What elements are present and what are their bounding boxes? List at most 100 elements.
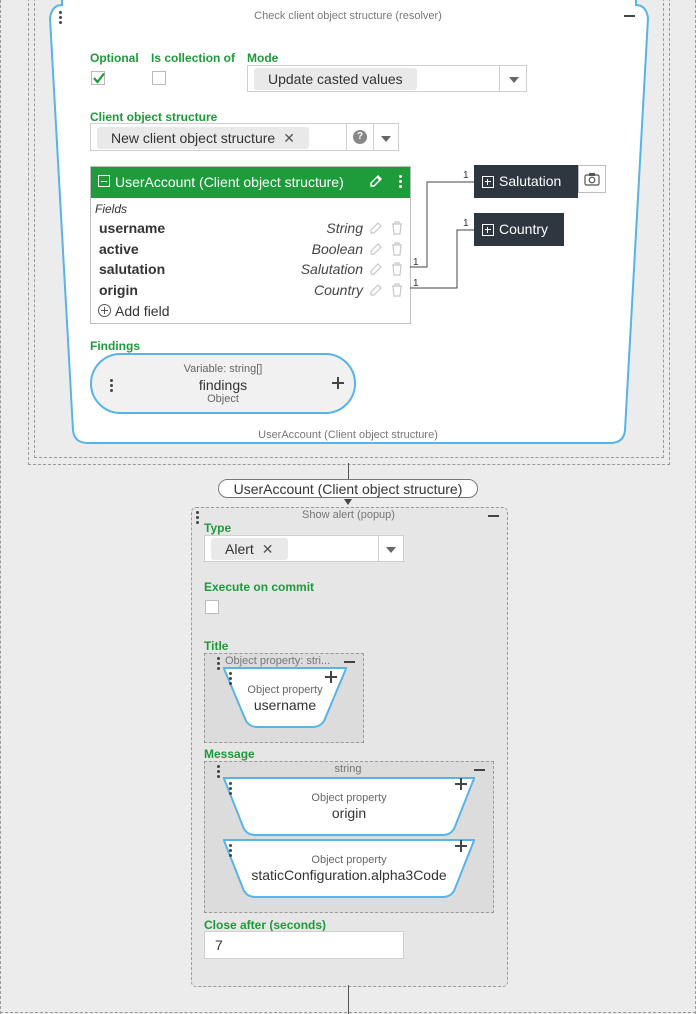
expand-icon[interactable] — [482, 176, 494, 189]
country-cardinality-right: 1 — [463, 218, 469, 229]
camera-button[interactable] — [578, 165, 606, 193]
optional-checkbox[interactable] — [91, 71, 105, 85]
delete-icon[interactable] — [391, 221, 403, 235]
execute-checkbox[interactable] — [205, 600, 219, 614]
remove-icon[interactable]: ✕ — [283, 130, 295, 146]
inner-container — [34, 0, 664, 458]
salutation-cardinality-left: 1 — [413, 257, 419, 268]
collection-label: Is collection of — [151, 51, 236, 65]
optional-label: Optional — [90, 51, 139, 65]
add-icon[interactable] — [455, 778, 467, 790]
client-object-structure-label: Client object structure — [90, 110, 218, 124]
edit-icon[interactable] — [369, 242, 383, 256]
expand-icon[interactable] — [482, 224, 494, 237]
findings-kind: Object — [207, 393, 239, 405]
add-icon[interactable] — [332, 377, 344, 389]
delete-icon[interactable] — [391, 241, 403, 256]
field-type: Country — [313, 281, 363, 298]
chevron-down-icon[interactable] — [386, 547, 396, 553]
camera-icon — [584, 173, 600, 186]
resolver-header: Check client object structure (resolver) — [254, 10, 442, 22]
check-icon — [93, 72, 105, 84]
edit-icon[interactable] — [369, 221, 383, 235]
message-prop-menu-icon[interactable] — [227, 844, 233, 859]
client-object-structure-select[interactable]: New client object structure ✕ ? — [90, 123, 399, 151]
add-icon[interactable] — [325, 671, 337, 683]
client-object-structure-chip: New client object structure ✕ — [97, 127, 309, 149]
resolver-collapse-icon[interactable] — [624, 15, 635, 17]
field-name: origin — [99, 281, 138, 298]
message-box-collapse-icon[interactable] — [474, 769, 485, 771]
relation-lines — [410, 181, 474, 289]
alert-collapse-icon[interactable] — [488, 515, 499, 517]
message-label: Message — [204, 747, 255, 761]
findings-type: Variable: string[] — [183, 363, 263, 375]
message-prop-shape — [222, 839, 476, 898]
structure-menu-icon[interactable] — [399, 175, 402, 188]
country-node[interactable]: Country — [474, 213, 564, 246]
collapse-icon[interactable] — [98, 175, 110, 187]
structure-card: UserAccount (Client object structure) Fi… — [90, 166, 411, 324]
title-prop-menu-icon[interactable] — [227, 672, 233, 687]
execute-label: Execute on commit — [204, 580, 315, 594]
field-row[interactable]: origin Country — [91, 280, 411, 300]
close-after-input[interactable] — [204, 931, 404, 959]
message-prop-name: staticConfiguration.alpha3Code — [251, 867, 447, 883]
salutation-label: Salutation — [499, 173, 562, 189]
fields-label: Fields — [95, 202, 128, 216]
message-prop-name: origin — [331, 805, 367, 821]
title-prop-shape — [222, 667, 348, 728]
title-label: Title — [204, 639, 229, 653]
message-box-menu-icon[interactable] — [215, 765, 221, 780]
add-field-label: Add field — [115, 303, 170, 319]
resolver-menu-icon[interactable] — [57, 11, 63, 26]
edit-icon[interactable] — [369, 283, 383, 297]
field-name: username — [99, 220, 166, 236]
field-row[interactable]: username String — [91, 218, 411, 238]
connector-pill: UserAccount (Client object structure) — [218, 479, 478, 498]
findings-name: findings — [198, 377, 248, 393]
country-cardinality-left: 1 — [413, 278, 419, 289]
edit-icon[interactable] — [369, 262, 383, 276]
title-prop-kind: Object property — [247, 684, 323, 696]
close-label: Close after (seconds) — [204, 918, 327, 932]
help-icon[interactable]: ? — [353, 130, 367, 144]
message-prop-menu-icon[interactable] — [227, 782, 233, 797]
delete-icon[interactable] — [391, 282, 403, 297]
field-name: salutation — [99, 261, 166, 277]
edit-icon[interactable] — [369, 174, 383, 188]
chip-label: New client object structure — [111, 130, 276, 146]
salutation-node[interactable]: Salutation — [474, 165, 578, 198]
salutation-cardinality-right: 1 — [463, 170, 469, 181]
type-chip: Alert✕ — [211, 538, 288, 560]
resolver-footer: UserAccount (Client object structure) — [258, 429, 438, 441]
structure-header[interactable]: UserAccount (Client object structure) — [91, 167, 410, 198]
collection-checkbox[interactable] — [152, 71, 166, 85]
delete-icon[interactable] — [391, 262, 403, 276]
chevron-down-icon[interactable] — [381, 136, 391, 142]
findings-menu-icon[interactable] — [108, 379, 114, 394]
title-box-collapse-icon[interactable] — [344, 661, 355, 663]
add-field-button[interactable]: Add field — [98, 303, 169, 319]
remove-icon[interactable]: ✕ — [261, 541, 274, 557]
mode-label: Mode — [247, 51, 279, 65]
mode-chip: Update casted values — [254, 68, 417, 90]
structure-title: UserAccount (Client object structure) — [115, 174, 344, 190]
type-select[interactable]: Alert✕ — [204, 535, 404, 562]
mode-select[interactable]: Update casted values — [247, 65, 527, 92]
findings-variable[interactable]: Variable: string[] findings Object — [90, 353, 356, 414]
chevron-down-icon[interactable] — [509, 77, 519, 83]
outer-container — [28, 0, 670, 465]
title-box-menu-icon[interactable] — [215, 657, 221, 672]
field-type: String — [326, 220, 363, 236]
country-label: Country — [499, 221, 549, 237]
outer-flow-border — [0, 1012, 696, 1013]
add-icon[interactable] — [455, 840, 467, 852]
alert-header: Show alert (popup) — [302, 509, 395, 521]
type-label: Type — [204, 521, 232, 535]
alert-menu-icon[interactable] — [194, 511, 200, 526]
